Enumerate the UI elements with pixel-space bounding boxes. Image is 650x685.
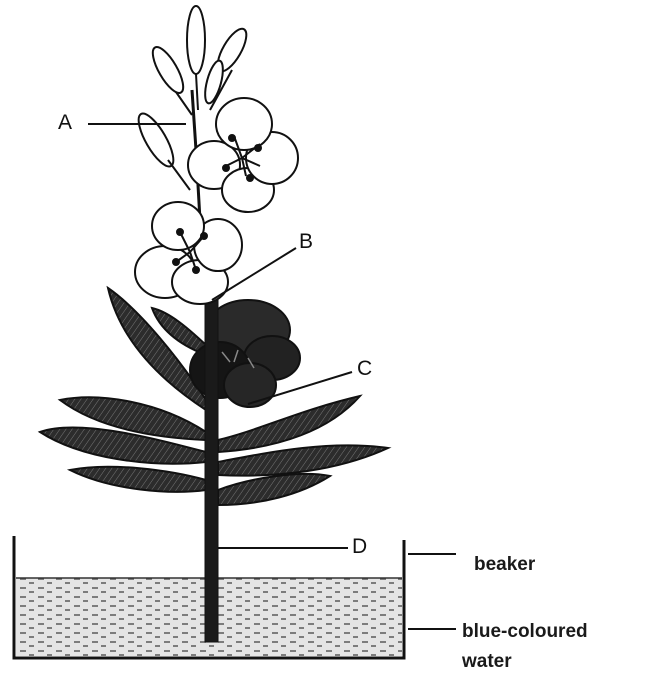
caption-water-line2: water (462, 650, 512, 674)
stem (205, 300, 218, 642)
label-b: B (299, 231, 313, 252)
caption-beaker: beaker (474, 553, 535, 577)
white-flower-upper (188, 98, 298, 212)
label-d: D (352, 536, 367, 557)
label-c: C (357, 358, 372, 379)
label-a: A (58, 112, 72, 133)
caption-water-line1: blue-coloured (462, 620, 588, 644)
white-flower-lower (135, 202, 242, 304)
